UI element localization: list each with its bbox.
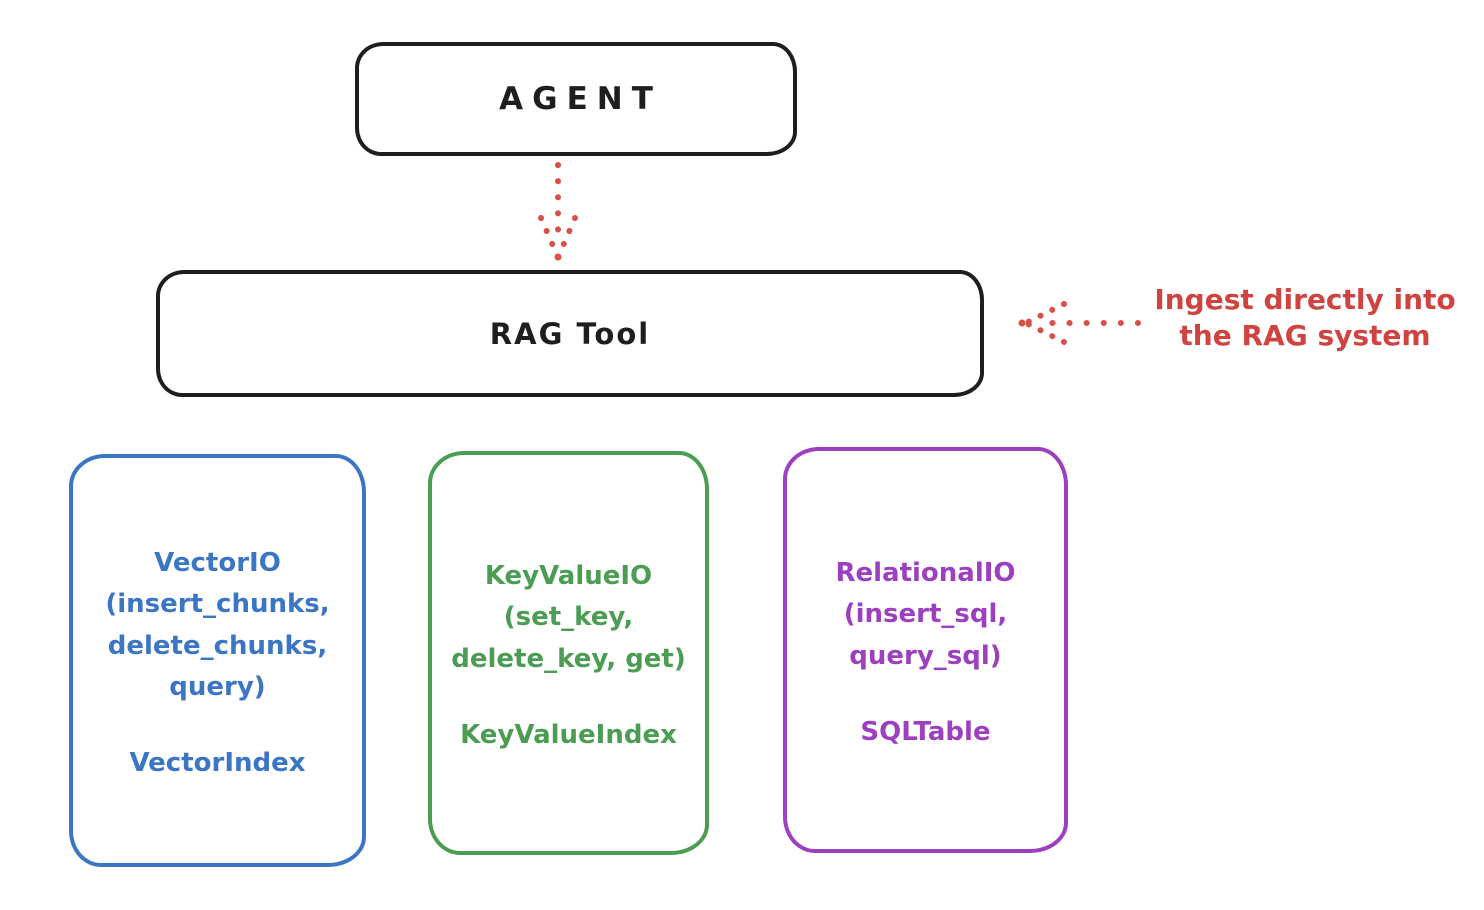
rag-tool-label: RAG Tool (489, 316, 651, 351)
agent-to-ragtool-arrow-icon (526, 160, 590, 262)
annotation-to-ragtool-arrow-icon (1012, 294, 1144, 352)
relational-io-node: RelationalIO (insert_sql, query_sql) SQL… (783, 447, 1068, 853)
relational-io-methods-label: RelationalIO (insert_sql, query_sql) (835, 558, 1016, 671)
sql-table-label: SQLTable (860, 716, 991, 747)
key-value-io-node: KeyValueIO (set_key, delete_key, get) Ke… (428, 451, 709, 855)
agent-label: AGENT (499, 81, 662, 117)
agent-node: AGENT (355, 42, 797, 156)
vector-index-label: VectorIndex (129, 747, 306, 778)
key-value-io-methods-label: KeyValueIO (set_key, delete_key, get) (451, 561, 686, 674)
ingest-annotation-text: Ingest directly into the RAG system (1154, 283, 1456, 353)
rag-tool-node: RAG Tool (156, 270, 984, 397)
vector-io-node: VectorIO (insert_chunks, delete_chunks, … (69, 454, 366, 867)
key-value-index-label: KeyValueIndex (460, 719, 677, 750)
vector-io-methods-label: VectorIO (insert_chunks, delete_chunks, … (105, 548, 330, 702)
